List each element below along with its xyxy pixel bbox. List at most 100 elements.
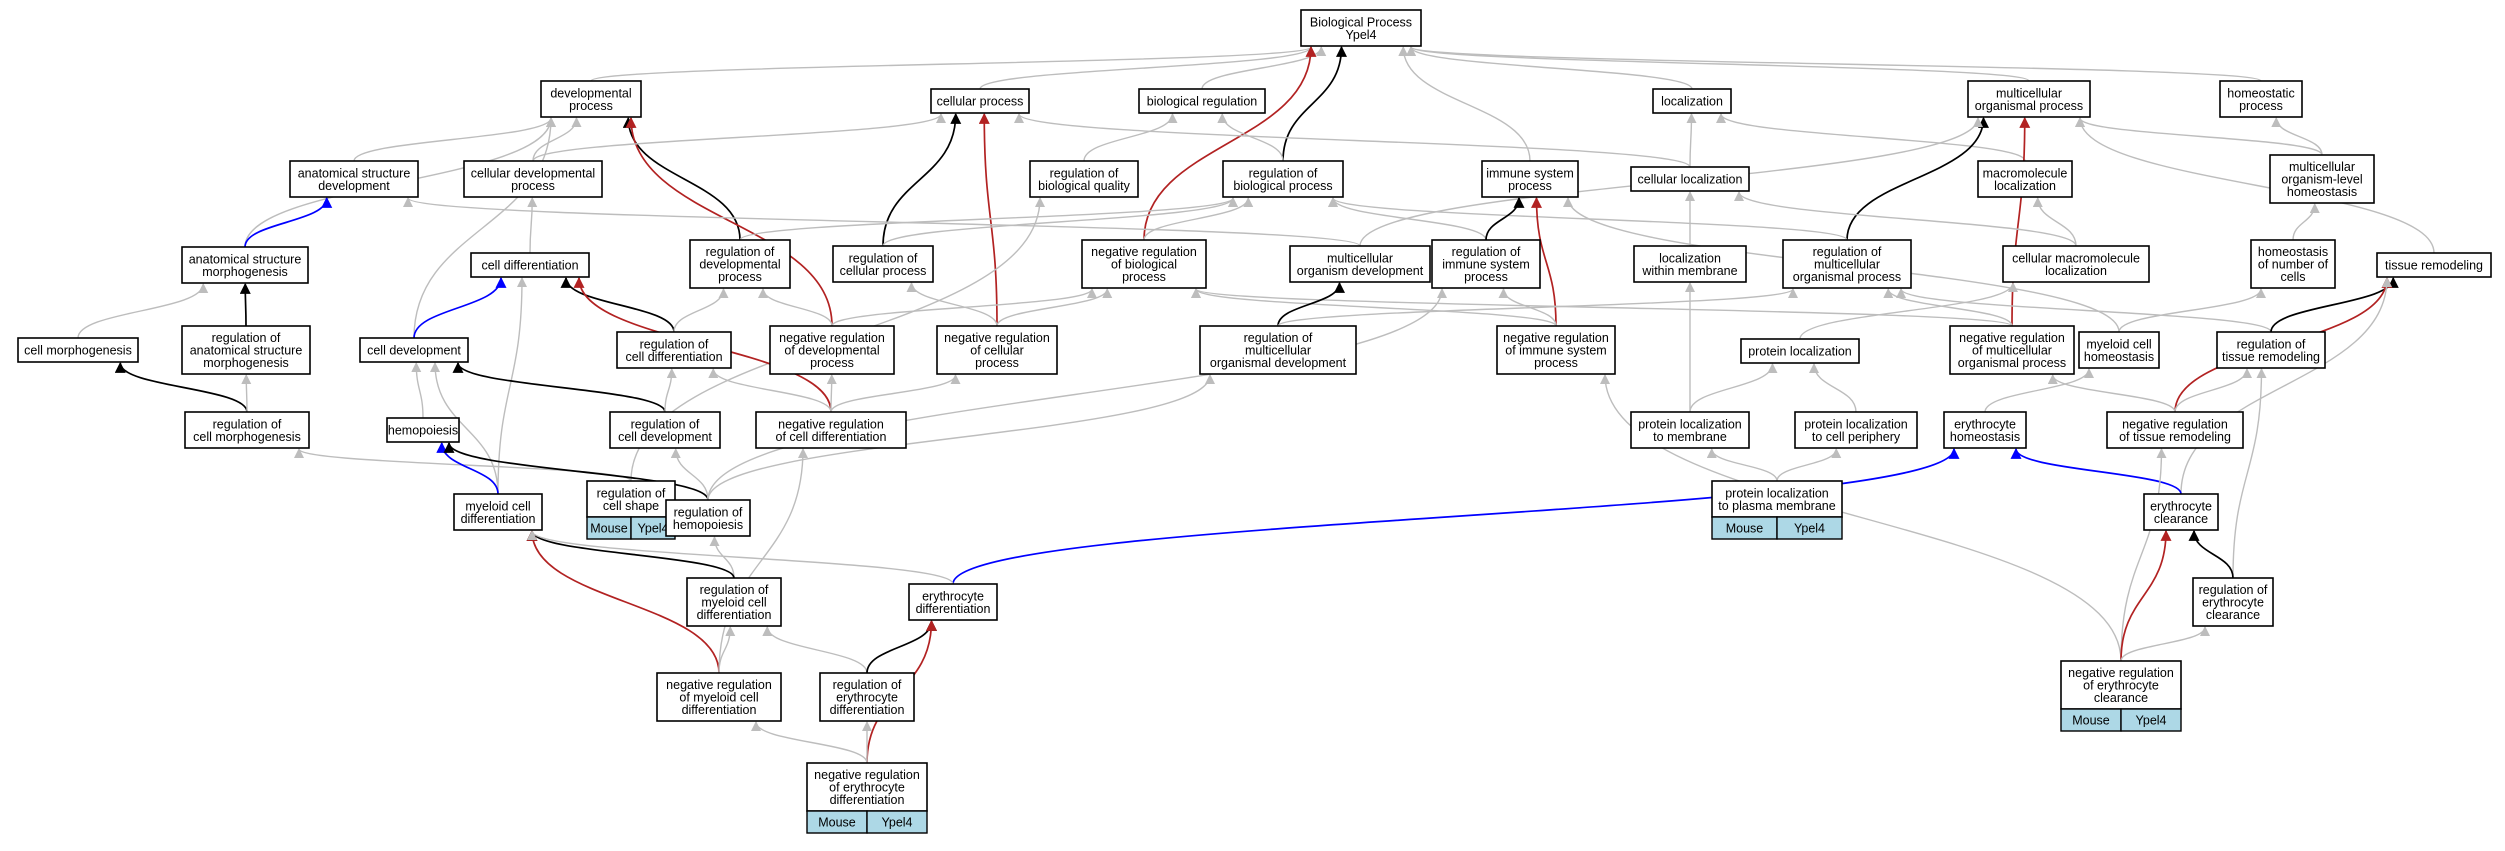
- node-label-line: process: [1122, 270, 1166, 284]
- node-label-line: clearance: [2094, 691, 2148, 705]
- node-label-line: cell differentiation: [625, 350, 722, 364]
- edge-erythdiff-to-erythhomeo: [952, 447, 1960, 585]
- edge-negregerythclear-to-regerythclear: [2120, 626, 2210, 662]
- node-tissrem[interactable]: tissue remodeling: [2376, 252, 2492, 278]
- node-loc[interactable]: localization: [1652, 88, 1732, 114]
- edge-negregmulti-to-regmulti: [1883, 288, 2013, 327]
- node-box: [2192, 577, 2274, 627]
- edge-reghemo-to-regimmune: [707, 288, 1447, 501]
- node-label-line: within membrane: [1641, 264, 1737, 278]
- node-label-line: clearance: [2154, 512, 2208, 526]
- edge-negregimmune-to-negregbio: [1191, 288, 1557, 327]
- edge-regmulti-to-multi: [1846, 116, 1989, 241]
- node-cellproc[interactable]: cellular process: [930, 88, 1030, 114]
- edge-regcelldiff-to-celldiff: [560, 276, 675, 333]
- species-badge-label: Mouse: [818, 816, 856, 830]
- node-label-line: cell morphogenesis: [193, 430, 301, 444]
- node-celldiff[interactable]: cell differentiation: [470, 252, 590, 278]
- node-label-line: regulation of: [213, 417, 282, 431]
- edge-regcellmorph-to-cellmorph: [114, 361, 248, 413]
- node-label-line: multicellular: [1327, 251, 1393, 265]
- node-label-line: myeloid cell: [701, 596, 766, 610]
- node-box: [1222, 160, 1344, 198]
- edge-layer: [77, 45, 2435, 764]
- node-label-line: differentiation: [830, 793, 905, 807]
- edge-negregcell-to-cellproc: [978, 112, 998, 327]
- node-cellmorph[interactable]: cell morphogenesis: [17, 337, 139, 363]
- node-box: [2078, 331, 2160, 369]
- edge-reghemo-to-hemo: [443, 441, 709, 501]
- node-label-line: protein localization: [1748, 345, 1852, 359]
- node-box: [819, 672, 915, 722]
- node-label-line: organism-level: [2281, 173, 2362, 187]
- node-label-line: regulation of: [674, 505, 743, 519]
- node-protloc[interactable]: protein localization: [1740, 338, 1860, 364]
- node-celldev[interactable]: cell development: [359, 337, 469, 363]
- node-hemo[interactable]: hemopoiesis: [386, 417, 460, 443]
- node-label-line: regulation of: [640, 337, 709, 351]
- node-box: [1630, 166, 1750, 192]
- edge-cellloc-to-loc: [1686, 113, 1697, 168]
- edge-regcellproc-to-cellproc: [882, 112, 962, 247]
- node-label-line: of erythrocyte: [829, 781, 905, 795]
- edge-mlhomeo-to-multi: [2075, 117, 2323, 156]
- edge-myelhomeo-to-homeonum: [2118, 288, 2266, 333]
- node-cellloc[interactable]: cellular localization: [1630, 166, 1750, 192]
- node-box: [1652, 88, 1732, 114]
- node-label-line: protein localization: [1804, 417, 1908, 431]
- edge-cellmorph-to-anatmorph: [77, 283, 209, 339]
- node-bioreg[interactable]: biological regulation: [1138, 88, 1266, 114]
- node-box: [1794, 411, 1918, 449]
